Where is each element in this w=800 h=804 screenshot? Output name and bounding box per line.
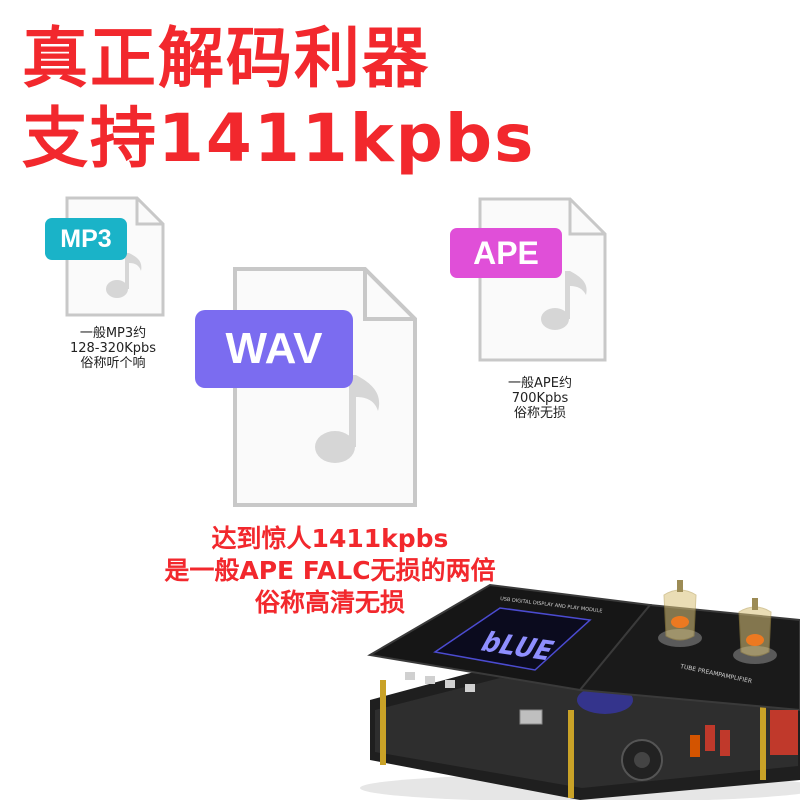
mp3-caption-line: 一般MP3约 [79,326,147,341]
mp3-caption: 一般MP3约 128-320Kpbs 俗称听个响 [48,326,178,371]
music-note-icon [106,253,142,298]
claim-line-3: 俗称高清无损 [254,588,405,617]
music-note-icon [315,375,380,463]
headline-line-1: 真正解码利器 [22,20,430,97]
claim-line-2: 是一般APE FALC无损的两倍 [164,556,496,585]
wav-badge: WAV [195,310,353,388]
ape-caption-line: 一般APE约 [508,376,572,391]
ape-file-icon: APE [445,195,610,365]
wav-file-icon: WAV [195,265,420,510]
vacuum-tube-icon [658,580,702,647]
mp3-badge: MP3 [45,218,127,260]
decoder-amplifier-photo: bLUE USB DIGITAL DISPLAY AND PLAY MODULE… [350,560,800,802]
ape-caption-line: 俗称无损 [513,406,566,421]
claim-line-1: 达到惊人1411kpbs [211,524,449,553]
ape-caption-line: 700Kpbs [511,391,569,406]
headline-line-2: 支持1411kpbs [22,100,536,177]
ape-caption: 一般APE约 700Kpbs 俗称无损 [475,376,605,421]
music-note-icon [541,271,587,330]
mp3-caption-line: 俗称听个响 [80,356,146,371]
mp3-caption-line: 128-320Kpbs [69,341,157,356]
ape-badge: APE [450,228,562,278]
vacuum-tube-icon [733,598,777,664]
mp3-file-icon: MP3 [45,195,170,320]
